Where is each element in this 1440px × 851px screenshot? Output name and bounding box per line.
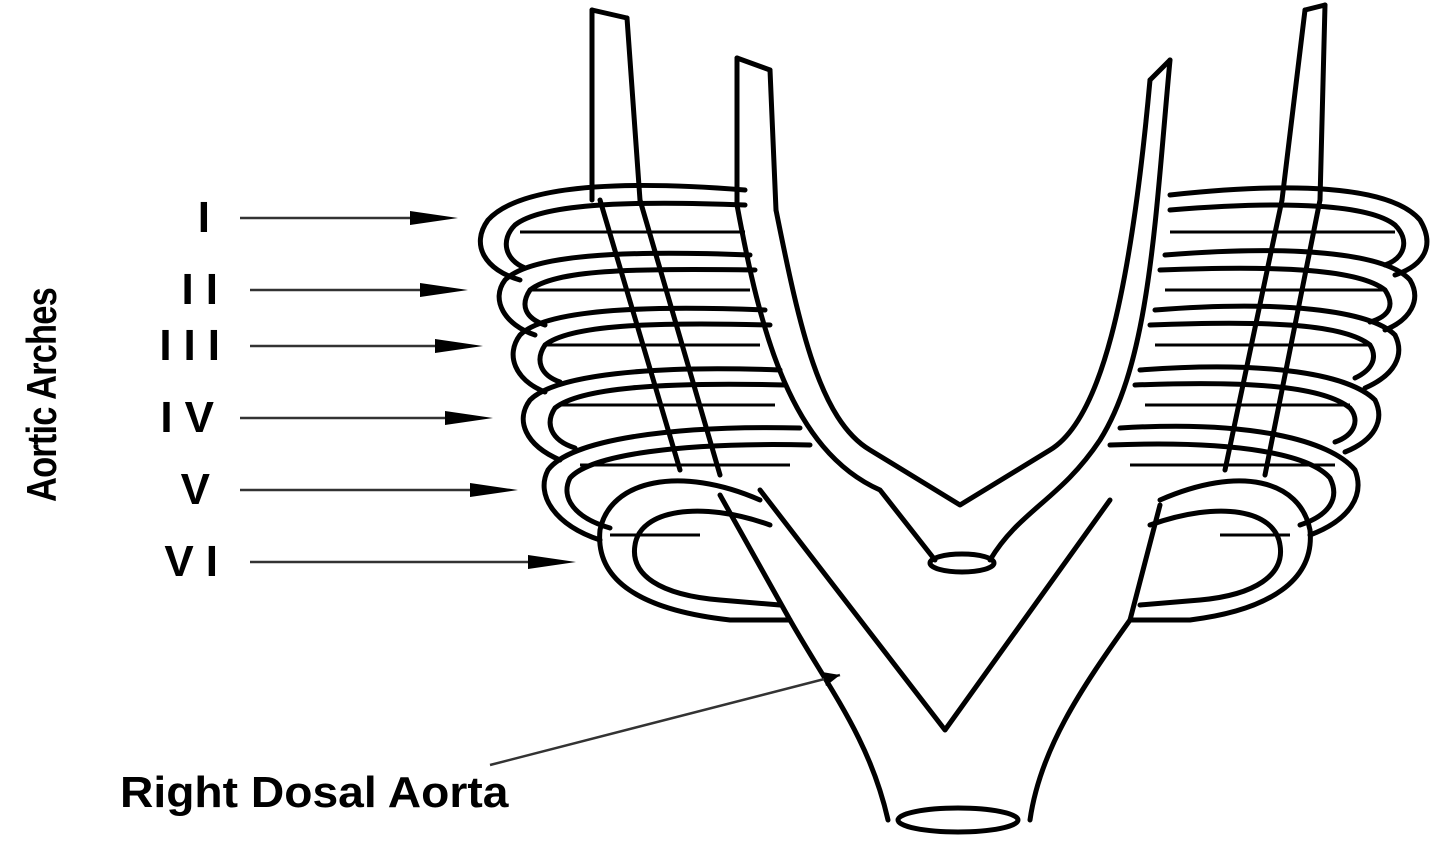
arch-arrows xyxy=(240,211,576,569)
dorsal-aorta-pointer xyxy=(489,673,841,767)
arch-numeral-5: V xyxy=(180,465,222,514)
dorsal-aorta xyxy=(597,478,1313,835)
arch-numeral-4: IV xyxy=(160,393,226,442)
left-arch-stack xyxy=(477,7,813,543)
arch-numeral-6: VI xyxy=(164,537,230,586)
arch-numeral-2: II xyxy=(181,265,230,314)
ventral-aorta-trunk xyxy=(734,57,1173,575)
arch-numeral-1: I xyxy=(197,193,222,242)
right-arch-stack xyxy=(1107,2,1430,538)
right-dorsal-aorta-caption: Right Dosal Aorta xyxy=(120,768,509,817)
arch-numeral-3: III xyxy=(159,321,232,370)
aortic-arches-label: Aortic Arches xyxy=(18,288,65,502)
